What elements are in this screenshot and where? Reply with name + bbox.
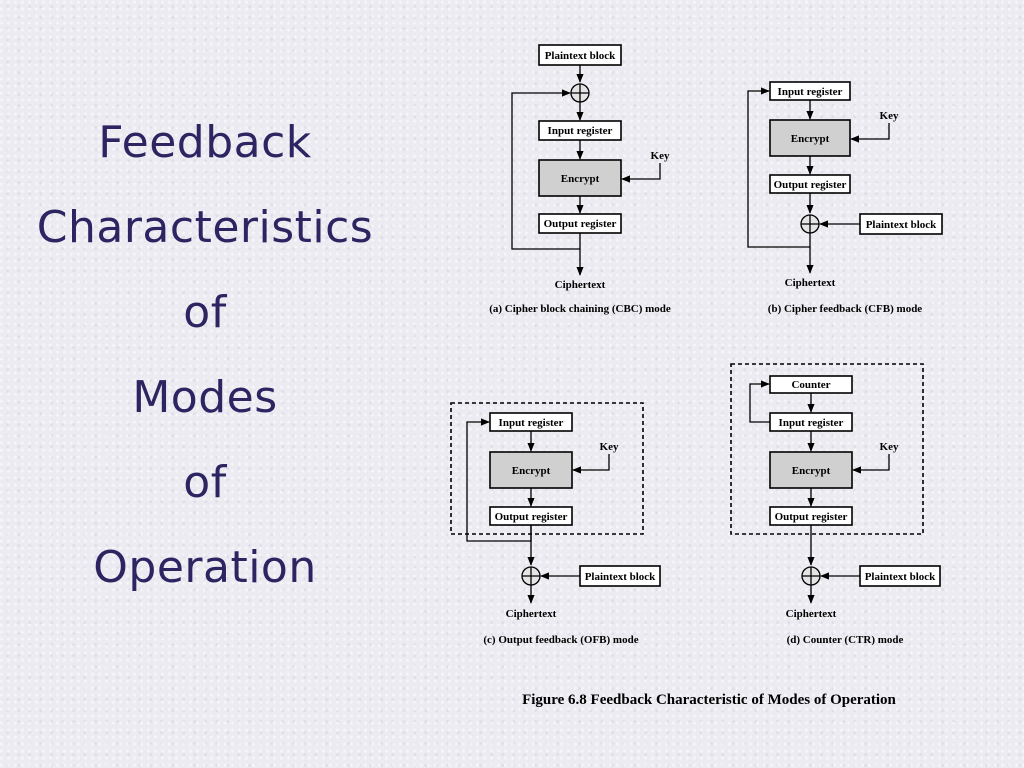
ctr-key-label: Key: [880, 441, 899, 453]
ofb-output-register-label: Output register: [495, 511, 568, 523]
cbc-caption: (a) Cipher block chaining (CBC) mode: [489, 303, 671, 315]
title-line-6: Operation: [93, 542, 317, 593]
cbc-plaintext-label: Plaintext block: [545, 50, 616, 62]
ctr-plaintext-label: Plaintext block: [865, 571, 936, 583]
ctr-encrypt-label: Encrypt: [792, 465, 831, 477]
cfb-key-label: Key: [880, 110, 899, 122]
cbc-output-register-label: Output register: [544, 218, 617, 230]
ofb-encrypt-box: [489, 451, 573, 489]
ofb-encrypt-label: Encrypt: [512, 465, 551, 477]
ofb-ciphertext-label: Ciphertext: [506, 608, 557, 620]
panel-ctr: Counter Input register Encrypt Key Outpu…: [730, 363, 941, 646]
ofb-plaintext-label: Plaintext block: [585, 571, 656, 583]
panel-ofb: Input register Encrypt Key Output regist…: [450, 402, 661, 646]
ctr-counter-label: Counter: [791, 379, 830, 391]
ofb-key-label: Key: [600, 441, 619, 453]
cfb-encrypt-label: Encrypt: [791, 133, 830, 145]
title-line-3: of: [183, 287, 227, 338]
ofb-caption: (c) Output feedback (OFB) mode: [483, 634, 638, 646]
cbc-xor-icon: [570, 83, 590, 103]
ctr-caption: (d) Counter (CTR) mode: [787, 634, 904, 646]
ctr-xor-icon: [801, 566, 821, 586]
cbc-encrypt-label: Encrypt: [561, 173, 600, 185]
ctr-dashed-boundary: [730, 363, 924, 535]
ofb-xor-icon: [521, 566, 541, 586]
ctr-encrypt-box: [769, 451, 853, 489]
cfb-output-register-label: Output register: [774, 179, 847, 191]
title-line-4: Modes: [132, 372, 278, 423]
cfb-caption: (b) Cipher feedback (CFB) mode: [768, 303, 923, 315]
panel-cbc: Plaintext block Input register Encrypt K…: [489, 44, 671, 315]
cbc-ciphertext-label: Ciphertext: [555, 279, 606, 291]
cbc-input-register-label: Input register: [548, 125, 613, 137]
cfb-xor-icon: [800, 214, 820, 234]
ctr-input-register-label: Input register: [779, 417, 844, 429]
cfb-plaintext-label: Plaintext block: [866, 219, 937, 231]
cbc-encrypt-box: [538, 159, 622, 197]
ofb-input-register-label: Input register: [499, 417, 564, 429]
ctr-ciphertext-label: Ciphertext: [786, 608, 837, 620]
ctr-output-register-label: Output register: [775, 511, 848, 523]
cbc-key-label: Key: [651, 150, 670, 162]
title-line-5: of: [183, 457, 227, 508]
title-line-1: Feedback: [98, 117, 312, 168]
title-line-2: Characteristics: [36, 202, 374, 253]
figure-caption: Figure 6.8 Feedback Characteristic of Mo…: [522, 692, 896, 708]
slide-title: Feedback Characteristics of Modes of Ope…: [0, 100, 410, 610]
panel-cfb: Input register Encrypt Key Output regist…: [747, 81, 943, 315]
cfb-input-register-label: Input register: [778, 86, 843, 98]
cfb-ciphertext-label: Ciphertext: [785, 277, 836, 289]
